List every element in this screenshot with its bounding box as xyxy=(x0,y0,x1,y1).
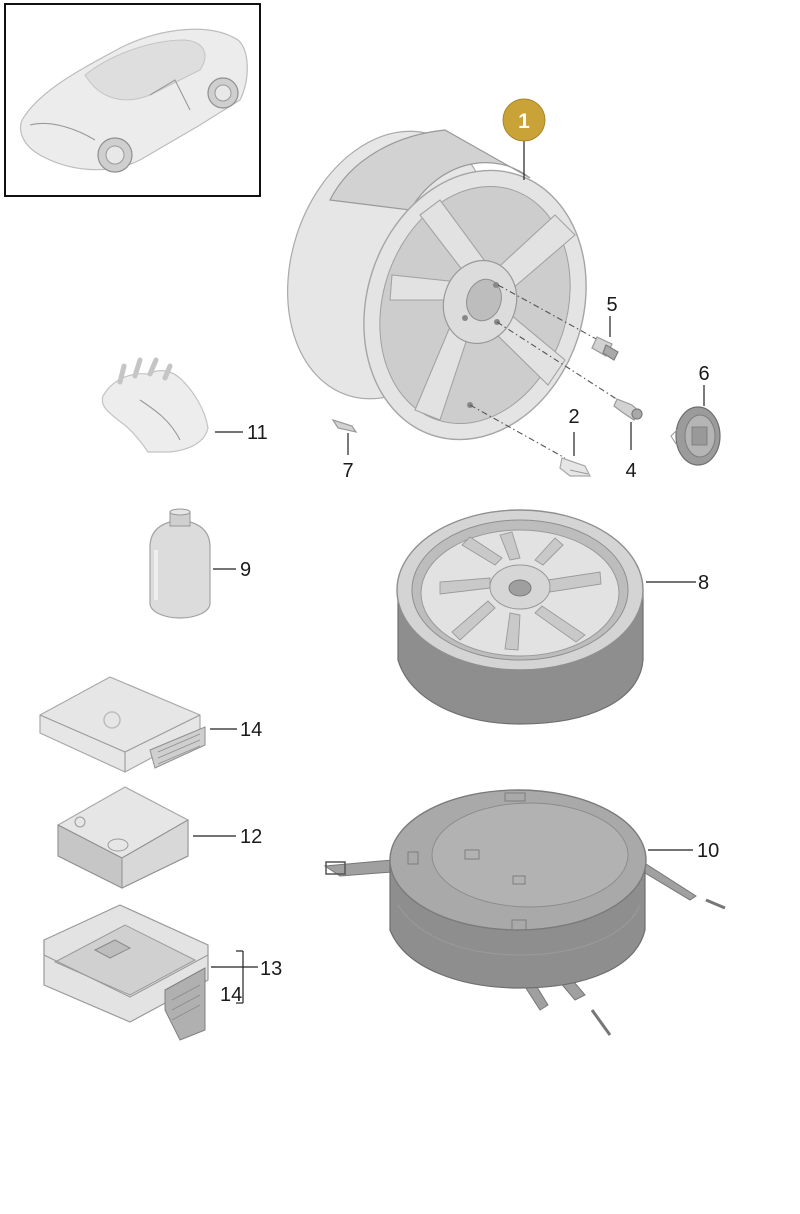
part-6-center-cap[interactable]: 6 xyxy=(670,363,721,466)
callout-11-label: 11 xyxy=(247,422,268,444)
callout-6-label: 6 xyxy=(698,363,709,385)
callout-13-label: 13 xyxy=(260,958,282,980)
part-2-sensor[interactable]: 2 xyxy=(559,406,591,477)
callout-5-label: 5 xyxy=(606,294,617,316)
part-7-balance-weight[interactable]: 7 xyxy=(331,418,358,482)
part-8-spare-wheel[interactable]: 8 xyxy=(396,509,709,725)
callout-10-label: 10 xyxy=(697,840,719,862)
part-10-wheel-cover[interactable]: 10 xyxy=(323,789,726,1036)
callout-2-label: 2 xyxy=(568,406,579,428)
part-13-bracket[interactable]: 13 14 xyxy=(43,904,282,1041)
callout-7-label: 7 xyxy=(342,460,353,482)
callout-14a-label: 14 xyxy=(240,719,262,741)
callout-8-label: 8 xyxy=(698,572,709,594)
car-illustration xyxy=(19,28,248,173)
callout-1-label: 1 xyxy=(518,110,530,133)
part-9-sealant-bottle[interactable]: 9 xyxy=(149,508,251,619)
assembly-lines xyxy=(469,284,619,459)
callout-4-label: 4 xyxy=(625,460,636,482)
callout-14b-label: 14 xyxy=(220,984,242,1006)
callout-12-label: 12 xyxy=(240,826,262,848)
callout-1-badge[interactable]: 1 xyxy=(502,98,546,180)
part-12-compressor-box[interactable]: 12 xyxy=(57,786,262,889)
part-14-control-unit[interactable]: 14 xyxy=(39,676,262,773)
part-5-wheel-bolt[interactable]: 5 xyxy=(591,294,619,361)
part-1-wheel[interactable] xyxy=(254,104,620,468)
callout-9-label: 9 xyxy=(240,559,251,581)
part-4-tire-valve[interactable]: 4 xyxy=(613,398,643,482)
vehicle-thumbnail[interactable] xyxy=(4,3,261,197)
part-11-gloves[interactable]: 11 xyxy=(101,357,268,453)
